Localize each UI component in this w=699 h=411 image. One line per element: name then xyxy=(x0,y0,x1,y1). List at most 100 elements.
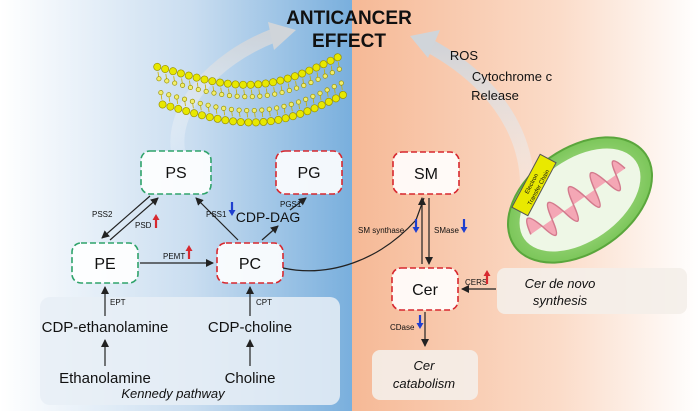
lipid-head xyxy=(205,102,211,108)
lipid-head xyxy=(296,109,305,118)
lipid-head xyxy=(324,87,330,93)
enzyme-cdase: CDase xyxy=(390,323,415,332)
ros-label: ROS xyxy=(450,48,479,63)
lipid-head xyxy=(283,74,292,83)
lipid-head xyxy=(331,94,340,103)
lipid-head xyxy=(310,104,319,113)
lipid-head xyxy=(272,91,278,97)
sm-synthase-down-arrow-icon xyxy=(412,219,420,233)
lipid-head xyxy=(231,80,240,89)
cytochrome-label: Cytochrome c xyxy=(472,69,553,84)
lipid-head xyxy=(216,78,225,87)
lipid-head xyxy=(211,90,217,96)
lipid-head xyxy=(213,104,219,110)
lipid-head xyxy=(251,107,257,114)
pemt-up-arrow-icon xyxy=(185,245,193,259)
arrow-pc-to-ps xyxy=(195,197,239,241)
pss1-down-arrow-icon xyxy=(228,202,236,216)
lipid-head xyxy=(274,105,280,111)
node-pc-box xyxy=(216,242,284,284)
lipid-head xyxy=(279,89,285,96)
node-sm-label: SM xyxy=(414,166,438,183)
lipid-head xyxy=(158,100,167,109)
arrow-ps-to-pe xyxy=(101,195,151,239)
lipid-head xyxy=(326,56,335,65)
node-sm-box xyxy=(392,151,460,195)
lipid-head xyxy=(181,96,188,102)
lipid-head xyxy=(174,94,180,100)
enzyme-sm-synthase: SM synthase xyxy=(358,226,405,235)
smase-down-arrow-icon xyxy=(460,219,468,233)
lipid-head xyxy=(174,104,183,113)
lipid-head xyxy=(298,69,307,78)
enzyme-cers: CERS xyxy=(465,278,487,287)
lipid-head xyxy=(315,76,321,82)
cdase-down-arrow-icon xyxy=(416,315,424,329)
lipid-head xyxy=(286,87,292,94)
lipid-head xyxy=(324,97,333,106)
left-effect-arrowhead xyxy=(268,22,296,50)
lipid-head xyxy=(281,103,287,109)
lipid-head xyxy=(289,112,297,121)
lipid-head xyxy=(182,107,191,116)
membrane-bilayer xyxy=(153,53,347,127)
lipid-head xyxy=(187,84,194,91)
lipid-head xyxy=(156,76,162,82)
lipid-head xyxy=(164,78,170,84)
arrow-pe-to-ps xyxy=(109,197,159,241)
enzyme-pss1: PSS1 xyxy=(206,210,227,219)
lipid-head xyxy=(259,107,265,113)
lipid-head xyxy=(229,117,238,126)
lipid-head xyxy=(197,100,203,106)
lipid-head xyxy=(208,77,217,86)
lipid-head xyxy=(228,106,234,112)
cer-denovo-label-2: synthesis xyxy=(533,293,588,308)
enzyme-pgs1: PGS1 xyxy=(280,200,302,209)
cer-catabolism-box xyxy=(372,350,478,400)
title-line2: EFFECT xyxy=(312,31,386,52)
left-effect-arrow xyxy=(170,28,282,157)
lipid-head xyxy=(176,69,185,78)
lipid-head xyxy=(319,60,328,69)
lipid-head xyxy=(200,75,209,84)
lipid-head xyxy=(180,82,186,88)
lipid-head xyxy=(303,107,312,116)
enzyme-psd: PSD xyxy=(135,221,152,230)
lipid-head xyxy=(205,113,214,122)
lipid-head xyxy=(190,109,199,118)
lipid-head xyxy=(329,70,335,76)
cer-denovo-box xyxy=(497,268,687,314)
lipid-head xyxy=(221,105,227,111)
lipid-head xyxy=(336,66,342,72)
lipid-head xyxy=(308,79,314,86)
lipid-head xyxy=(322,73,328,79)
lipid-head xyxy=(239,80,248,89)
cdp-choline-label: CDP-choline xyxy=(208,319,292,336)
lipid-head xyxy=(195,86,201,93)
lipid-head xyxy=(197,111,206,120)
cdp-ethanolamine-label: CDP-ethanolamine xyxy=(42,319,169,336)
enzyme-ept: EPT xyxy=(110,298,126,307)
lipid-head xyxy=(333,53,342,62)
lipid-head xyxy=(295,99,302,105)
lipid-head xyxy=(317,90,323,96)
lipid-head xyxy=(294,85,300,91)
node-cer-label: Cer xyxy=(412,282,438,299)
lipid-head xyxy=(219,91,225,98)
lipid-head xyxy=(276,76,285,85)
enzyme-pemt: PEMT xyxy=(163,252,185,261)
node-pe-box xyxy=(71,242,139,284)
node-ps-box xyxy=(140,150,212,195)
title-line1: ANTICANCER xyxy=(286,8,412,29)
lipid-head xyxy=(338,80,344,86)
cdp-dag-label: CDP-DAG xyxy=(236,209,301,225)
lipid-head xyxy=(153,62,162,71)
lipid-head xyxy=(310,93,316,99)
lipid-head xyxy=(288,101,294,107)
lipid-head xyxy=(169,67,177,76)
lipid-head xyxy=(221,116,230,125)
ethanolamine-label: Ethanolamine xyxy=(59,370,151,387)
lipid-head xyxy=(213,114,222,123)
lipid-head xyxy=(236,107,242,113)
lipid-head xyxy=(158,90,164,96)
